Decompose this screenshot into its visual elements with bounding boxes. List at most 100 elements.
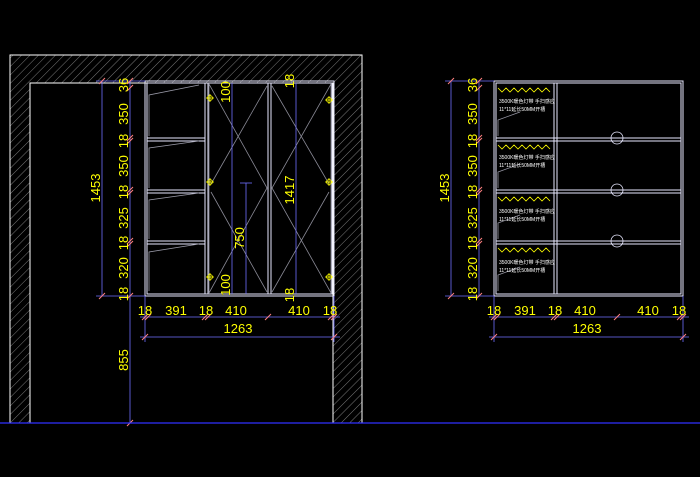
right-elevation: 3500K暖色灯带 手扫感应 11*11延长50MM开槽 3500K暖色灯带 手… bbox=[445, 77, 689, 342]
dim-right-edge-top: 18 bbox=[282, 74, 297, 88]
hinges bbox=[206, 94, 333, 281]
dim-height-segment: 18 bbox=[465, 287, 480, 301]
dim-width-segment: 18 bbox=[323, 303, 337, 318]
shelf-notes: 3500K暖色灯带 手扫感应 11*11延长50MM开槽 3500K暖色灯带 手… bbox=[499, 98, 555, 274]
grommet-icon bbox=[610, 131, 624, 145]
shelf-note: 3500K暖色灯带 手扫感应 bbox=[499, 98, 555, 105]
door-swing-lines bbox=[208, 82, 332, 295]
dim-height-segment: 350 bbox=[465, 103, 480, 125]
dim-height-segment: 350 bbox=[116, 103, 131, 125]
door-swing-left bbox=[208, 82, 268, 294]
wall-hatch-right bbox=[333, 83, 362, 423]
dim-width-segment: 18 bbox=[487, 303, 501, 318]
left-height-ticks bbox=[98, 77, 134, 427]
dim-right-edge-bottom: 18 bbox=[282, 288, 297, 302]
dim-width-segment: 410 bbox=[574, 303, 596, 318]
shelf-note: 3500K暖色灯带 手扫感应 bbox=[499, 208, 555, 215]
led-strip-icon bbox=[497, 87, 551, 93]
wall-niche bbox=[9, 54, 363, 423]
dim-height-segment: 18 bbox=[116, 287, 131, 301]
shelf-hint bbox=[148, 84, 200, 136]
dim-door-top-offset: 100 bbox=[218, 81, 233, 103]
door-swing-right-inner bbox=[271, 85, 330, 293]
dim-height-segment: 18 bbox=[465, 236, 480, 250]
cabinet-frame bbox=[144, 80, 335, 297]
cabinet-inner-frame bbox=[146, 82, 333, 295]
dim-height-segment: 18 bbox=[465, 134, 480, 148]
dim-height-segment: 36 bbox=[465, 78, 480, 92]
shelf-note: 3500K暖色灯带 手扫感应 bbox=[499, 259, 555, 266]
grommet-icon bbox=[610, 234, 624, 248]
shelf-perspective bbox=[148, 84, 200, 291]
dim-total-height: 1453 bbox=[437, 174, 452, 203]
dim-total-width: 1263 bbox=[573, 321, 602, 336]
led-strip-icon bbox=[497, 247, 551, 253]
dim-height-segment: 18 bbox=[465, 185, 480, 199]
dim-height-segment: 320 bbox=[465, 257, 480, 279]
shelf-note: 11*11延长50MM开槽 bbox=[499, 162, 545, 169]
left-height-chain-lines bbox=[96, 80, 145, 424]
internal-dims bbox=[231, 83, 297, 294]
dim-width-segment: 391 bbox=[165, 303, 187, 318]
led-strips bbox=[497, 87, 551, 253]
dim-height-segment: 320 bbox=[116, 257, 131, 279]
left-cabinet bbox=[144, 80, 335, 297]
dim-height-segment: 18 bbox=[116, 134, 131, 148]
shelf-note: 3500K暖色灯带 手扫感应 bbox=[499, 154, 555, 161]
shelf-note: 11*11延长50MM开槽 bbox=[499, 267, 545, 274]
dim-height-segment: 18 bbox=[116, 185, 131, 199]
wall-hatch-top bbox=[10, 55, 362, 83]
right-dimension-text: 1453 36 350 18 350 18 325 18 320 18 18 3… bbox=[437, 78, 686, 336]
dim-height-segment: 350 bbox=[465, 155, 480, 177]
led-strip-icon bbox=[497, 144, 551, 150]
right-width-ticks bbox=[490, 313, 687, 341]
dim-mid-panel: 750 bbox=[232, 227, 247, 249]
left-elevation bbox=[9, 54, 363, 427]
dim-width-segment: 18 bbox=[548, 303, 562, 318]
hinge-icon bbox=[325, 96, 333, 104]
right-width-chain-lines bbox=[489, 296, 689, 342]
hinge-icon bbox=[325, 273, 333, 281]
hinge-icon bbox=[206, 178, 214, 186]
right-height-ticks bbox=[447, 77, 483, 300]
dim-width-segment: 18 bbox=[199, 303, 213, 318]
dim-total-width: 1263 bbox=[224, 321, 253, 336]
dim-height-segment: 18 bbox=[116, 236, 131, 250]
dim-door-height: 1417 bbox=[282, 176, 297, 205]
grommet-icon bbox=[610, 183, 624, 197]
shelf-hint bbox=[148, 192, 200, 239]
niche-outline bbox=[29, 82, 334, 423]
shelf-note: 11*11延长50MM开槽 bbox=[499, 106, 545, 113]
dim-width-segment: 18 bbox=[138, 303, 152, 318]
hinge-icon bbox=[325, 178, 333, 186]
dim-mounting-height: 855 bbox=[116, 349, 131, 371]
grommets bbox=[610, 131, 624, 248]
right-shelf-perspective bbox=[497, 111, 521, 291]
dim-width-segment: 391 bbox=[514, 303, 536, 318]
dim-width-segment: 18 bbox=[672, 303, 686, 318]
shelf-hint bbox=[148, 140, 200, 188]
left-width-chain-lines bbox=[140, 296, 340, 342]
left-width-ticks bbox=[141, 313, 338, 341]
dim-total-height: 1453 bbox=[88, 174, 103, 203]
door-swing-left-inner bbox=[210, 85, 268, 293]
door-swing-right bbox=[271, 82, 332, 295]
hinge-icon bbox=[206, 273, 214, 281]
dim-height-segment: 36 bbox=[116, 78, 131, 92]
dim-height-segment: 325 bbox=[465, 207, 480, 229]
dim-height-segment: 325 bbox=[116, 207, 131, 229]
dim-width-segment: 410 bbox=[225, 303, 247, 318]
cabinet-inner-frame bbox=[495, 82, 682, 295]
led-strip-icon bbox=[497, 196, 551, 202]
dim-height-segment: 350 bbox=[116, 155, 131, 177]
dim-width-segment: 410 bbox=[288, 303, 310, 318]
wall-outline bbox=[9, 54, 363, 423]
dim-width-segment: 410 bbox=[637, 303, 659, 318]
dim-door-bottom-offset: 100 bbox=[218, 274, 233, 296]
shelf-note: 11*11延长50MM开槽 bbox=[499, 216, 545, 223]
hinge-icon bbox=[206, 94, 214, 102]
cabinet-frame bbox=[493, 80, 684, 297]
wall-hatch-left bbox=[10, 83, 30, 423]
right-cabinet bbox=[493, 80, 684, 297]
